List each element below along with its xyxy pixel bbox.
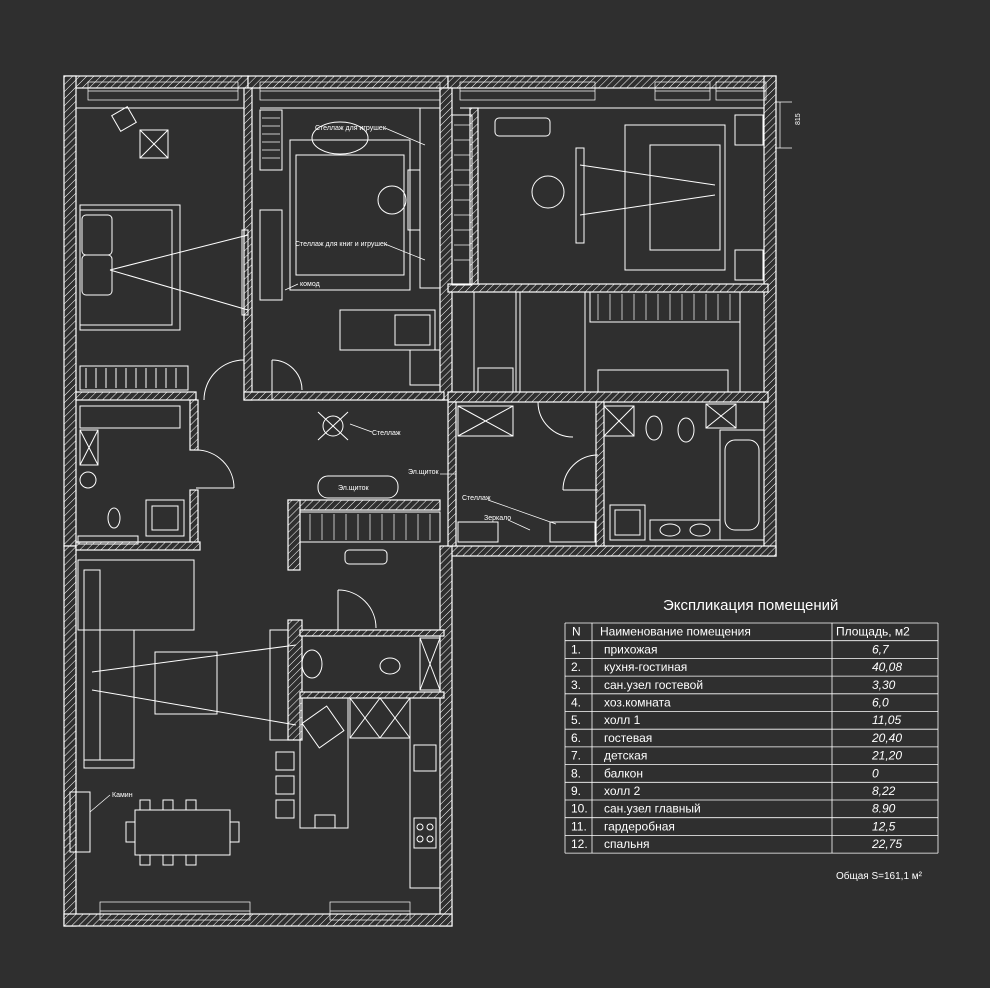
table-title: Экспликация помещений bbox=[663, 597, 838, 614]
table-cell-area: 22,75 bbox=[871, 837, 902, 851]
table-cell-num: 5. bbox=[571, 713, 581, 727]
table-cell-name: гостевая bbox=[604, 731, 652, 745]
table-cell-area: 6,7 bbox=[872, 642, 890, 656]
table-grid bbox=[564, 622, 939, 854]
table-cell-num: 7. bbox=[571, 749, 581, 763]
table-cell-name: прихожая bbox=[604, 642, 657, 656]
table-cell-num: 11. bbox=[571, 819, 587, 833]
table-body: N Наименование помещения Площадь, м2 1. прих… bbox=[571, 625, 910, 851]
table-cell-area: 11,05 bbox=[872, 713, 901, 727]
utility-room bbox=[77, 405, 185, 545]
table-cell-name: сан.узел главный bbox=[604, 802, 701, 816]
table-cell-area: 40,08 bbox=[872, 660, 902, 674]
kids-room: Стеллаж для игрушек Стеллаж для книг и и… bbox=[259, 107, 441, 400]
main-bathroom bbox=[562, 403, 765, 541]
label-book-toy-shelf: Стеллаж для книг и игрушек bbox=[295, 241, 388, 248]
label-dresser: комод bbox=[300, 281, 320, 288]
table-cell-area: 12,5 bbox=[872, 819, 896, 833]
wardrobe bbox=[451, 291, 765, 393]
label-shelf-hall: Стеллаж bbox=[372, 430, 401, 437]
table-header-name: Наименование помещения bbox=[600, 625, 751, 639]
table-cell-num: 8. bbox=[571, 766, 581, 780]
table-cell-num: 2. bbox=[571, 660, 581, 674]
explication-table: Экспликация помещений N Наименование поме… bbox=[564, 597, 939, 882]
table-cell-num: 10. bbox=[571, 802, 588, 816]
table-cell-name: хоз.комната bbox=[604, 696, 671, 710]
table-cell-area: 3,30 bbox=[872, 678, 896, 692]
table-cell-area: 8.90 bbox=[872, 802, 896, 816]
label-shelf-hall2: Стеллаж bbox=[462, 495, 491, 502]
table-cell-area: 6,0 bbox=[872, 696, 889, 710]
guest-bathroom bbox=[301, 637, 441, 691]
total-area: Общая S=161,1 м² bbox=[836, 870, 923, 882]
label-mirror: Зеркало bbox=[484, 515, 511, 522]
table-cell-area: 0 bbox=[872, 766, 879, 780]
table-cell-name: кухня-гостиная bbox=[604, 660, 687, 674]
table-cell-name: балкон bbox=[604, 766, 643, 780]
table-cell-name: спальня bbox=[604, 837, 650, 851]
table-cell-area: 21,20 bbox=[871, 749, 902, 763]
table-cell-num: 4. bbox=[571, 696, 581, 710]
table-cell-area: 20,40 bbox=[871, 731, 902, 745]
windows bbox=[76, 81, 767, 921]
table-cell-num: 3. bbox=[571, 678, 581, 692]
table-cell-num: 12. bbox=[571, 837, 588, 851]
bedroom-2 bbox=[451, 114, 764, 286]
table-header-area: Площадь, м2 bbox=[836, 625, 910, 639]
label-toy-shelf: Стеллаж для игрушек bbox=[315, 125, 387, 132]
table-cell-num: 6. bbox=[571, 731, 581, 745]
bedroom-1 bbox=[79, 106, 249, 401]
table-cell-name: гардеробная bbox=[604, 819, 675, 833]
hall-1: Эл.щиток Стеллаж bbox=[195, 411, 441, 565]
table-cell-name: холл 1 bbox=[604, 713, 641, 727]
table-cell-num: 1. bbox=[571, 642, 581, 656]
hall-2: Стеллаж Зеркало Эл.щиток bbox=[408, 401, 596, 543]
table-cell-name: детская bbox=[604, 749, 647, 763]
table-header-num: N bbox=[572, 625, 581, 639]
table-cell-num: 9. bbox=[571, 784, 581, 798]
outer-walls bbox=[63, 75, 777, 927]
table-cell-name: холл 2 bbox=[604, 784, 641, 798]
label-panel-hall2: Эл.щиток bbox=[408, 469, 440, 476]
dimension-815: 815 bbox=[775, 101, 802, 149]
dimension-label: 815 bbox=[795, 113, 802, 125]
kitchen-living: Камин bbox=[69, 559, 441, 889]
table-cell-area: 8,22 bbox=[872, 784, 896, 798]
label-panel-hall: Эл.щиток bbox=[338, 485, 370, 492]
label-fireplace: Камин bbox=[112, 792, 133, 799]
table-cell-name: сан.узел гостевой bbox=[604, 678, 703, 692]
